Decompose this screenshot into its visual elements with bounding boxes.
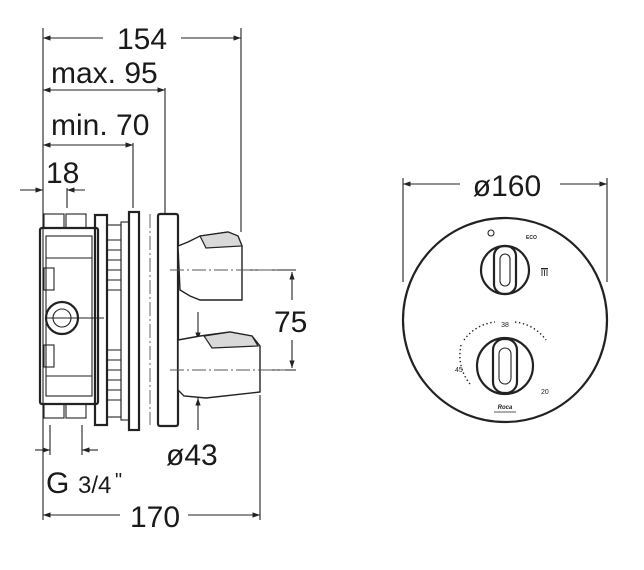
flow-handle-rim — [479, 244, 531, 296]
top-connection-left — [43, 213, 65, 229]
flow-handle-grip-inner — [499, 253, 511, 287]
flow-handle — [479, 244, 531, 296]
temperature-handle-rim — [475, 336, 535, 396]
dim-170-label: 170 — [130, 501, 180, 534]
dim-75-label: 75 — [274, 306, 307, 339]
top-handle-cap — [199, 231, 243, 249]
plate-2 — [120, 221, 130, 421]
dim-160-label: ø160 — [473, 170, 541, 203]
bottom-connection-left — [43, 403, 65, 419]
box-slot — [43, 344, 55, 368]
plate-3 — [127, 210, 141, 432]
mounting-plate — [93, 213, 109, 427]
dim-min70-label: min. 70 — [51, 109, 149, 142]
shower-icon — [541, 268, 548, 276]
scale-38-label: 38 — [501, 322, 509, 329]
flow-handle-grip — [492, 244, 518, 296]
dim-18-label: 18 — [46, 157, 79, 190]
bottom-handle — [177, 331, 261, 399]
box-slot — [43, 267, 55, 291]
temperature-handle-grip — [491, 337, 519, 395]
dim-154-label: 154 — [117, 23, 167, 56]
top-connection-right — [65, 213, 87, 229]
ribbed-section — [106, 224, 122, 418]
front-view: ø160 ECO 38 45 20 — [401, 170, 609, 424]
bottom-connection-right — [65, 403, 87, 419]
dim-43-label: ø43 — [166, 439, 218, 472]
valve-box — [38, 226, 100, 406]
temperature-scale-lower — [459, 344, 471, 385]
dim-g-fraction: 3/4 — [78, 472, 111, 499]
eco-indicator-icon — [487, 229, 495, 237]
temperature-handle-grip-inner — [498, 347, 512, 385]
eco-label: ECO — [526, 235, 537, 241]
temperature-scale-right — [514, 321, 547, 341]
valve-body — [38, 210, 180, 432]
scale-45-label: 45 — [455, 367, 463, 374]
bottom-handle-cap — [202, 331, 260, 349]
top-handle — [177, 231, 243, 301]
dim-g-label: G — [46, 467, 69, 500]
temperature-handle — [475, 336, 535, 396]
temperature-scale-left — [463, 321, 496, 341]
side-view: 154 max. 95 min. 70 18 75 ø43 G 3/4 " 17… — [20, 23, 307, 534]
front-plate — [401, 216, 609, 424]
cover-plate — [156, 212, 180, 428]
dim-max95-label: max. 95 — [51, 57, 158, 90]
scale-20-label: 20 — [541, 389, 549, 396]
ribs — [107, 239, 121, 401]
brand-logo: Roca — [498, 405, 513, 411]
dim-g-inch: " — [115, 470, 122, 492]
